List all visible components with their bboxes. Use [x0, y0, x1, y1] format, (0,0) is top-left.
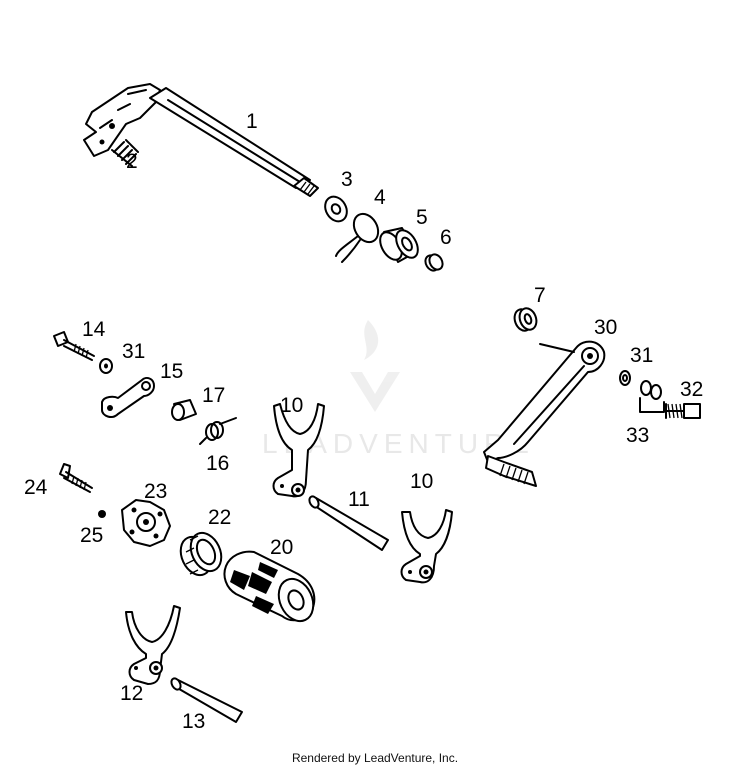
callout-7: 7	[534, 284, 546, 307]
callout-23: 23	[144, 480, 167, 503]
callout-10-upper: 10	[280, 394, 303, 417]
part-3-washer[interactable]	[321, 193, 351, 226]
callout-15: 15	[160, 360, 183, 383]
part-5-bushing[interactable]	[376, 227, 423, 264]
callout-33: 33	[626, 424, 649, 447]
part-22-needle-bearing[interactable]	[175, 528, 227, 580]
part-14-bolt[interactable]	[53, 331, 95, 361]
callout-14: 14	[82, 318, 106, 341]
part-11-fork-rod[interactable]	[308, 495, 389, 551]
callout-17: 17	[202, 384, 225, 407]
callout-32: 32	[680, 378, 703, 401]
part-15-detent-lever[interactable]	[101, 377, 155, 418]
part-23-shift-star[interactable]	[121, 499, 171, 547]
callout-11: 11	[348, 488, 370, 511]
callout-4: 4	[374, 186, 386, 209]
callout-30: 30	[594, 316, 617, 339]
part-20-shift-drum[interactable]	[223, 550, 319, 627]
part-30-shift-lever[interactable]	[483, 340, 606, 487]
footer-credit: Rendered by LeadVenture, Inc.	[291, 751, 459, 765]
callout-2: 2	[126, 150, 138, 173]
part-2-spring[interactable]	[111, 139, 139, 167]
callout-labels: 1 2 3 4 5 6 7 30 31 32 33 14 31 15 17 16…	[24, 110, 703, 733]
callout-25: 25	[80, 524, 103, 547]
part-31-washer-right[interactable]	[619, 370, 631, 386]
part-25-pin[interactable]	[98, 510, 106, 518]
callout-20: 20	[270, 536, 293, 559]
part-7-seal[interactable]	[512, 306, 540, 333]
callout-31-left: 31	[122, 340, 145, 363]
part-13-fork-rod[interactable]	[170, 677, 243, 723]
callout-5: 5	[416, 206, 428, 229]
part-33-washers[interactable]	[639, 380, 665, 413]
part-4-seal-ring[interactable]	[335, 210, 383, 263]
part-31-washer-left[interactable]	[99, 358, 113, 374]
part-10-shift-fork-lower[interactable]	[400, 509, 453, 584]
callout-6: 6	[440, 226, 452, 249]
callout-13: 13	[182, 710, 205, 733]
part-12-shift-fork[interactable]	[125, 605, 181, 685]
part-16-spring[interactable]	[199, 417, 237, 445]
part-10-shift-fork-upper[interactable]	[272, 403, 325, 498]
part-6-ring[interactable]	[423, 252, 445, 273]
callout-24: 24	[24, 476, 48, 499]
callout-12: 12	[120, 682, 143, 705]
part-32-bolt[interactable]	[665, 403, 701, 419]
callout-31-right: 31	[630, 344, 653, 367]
callout-10-lower: 10	[410, 470, 433, 493]
part-17-roller[interactable]	[171, 399, 197, 421]
callout-1: 1	[246, 110, 258, 133]
callout-3: 3	[341, 168, 353, 191]
part-1-shift-shaft[interactable]	[83, 83, 319, 197]
callout-16: 16	[206, 452, 229, 475]
callout-22: 22	[208, 506, 231, 529]
part-24-bolt[interactable]	[59, 463, 93, 493]
